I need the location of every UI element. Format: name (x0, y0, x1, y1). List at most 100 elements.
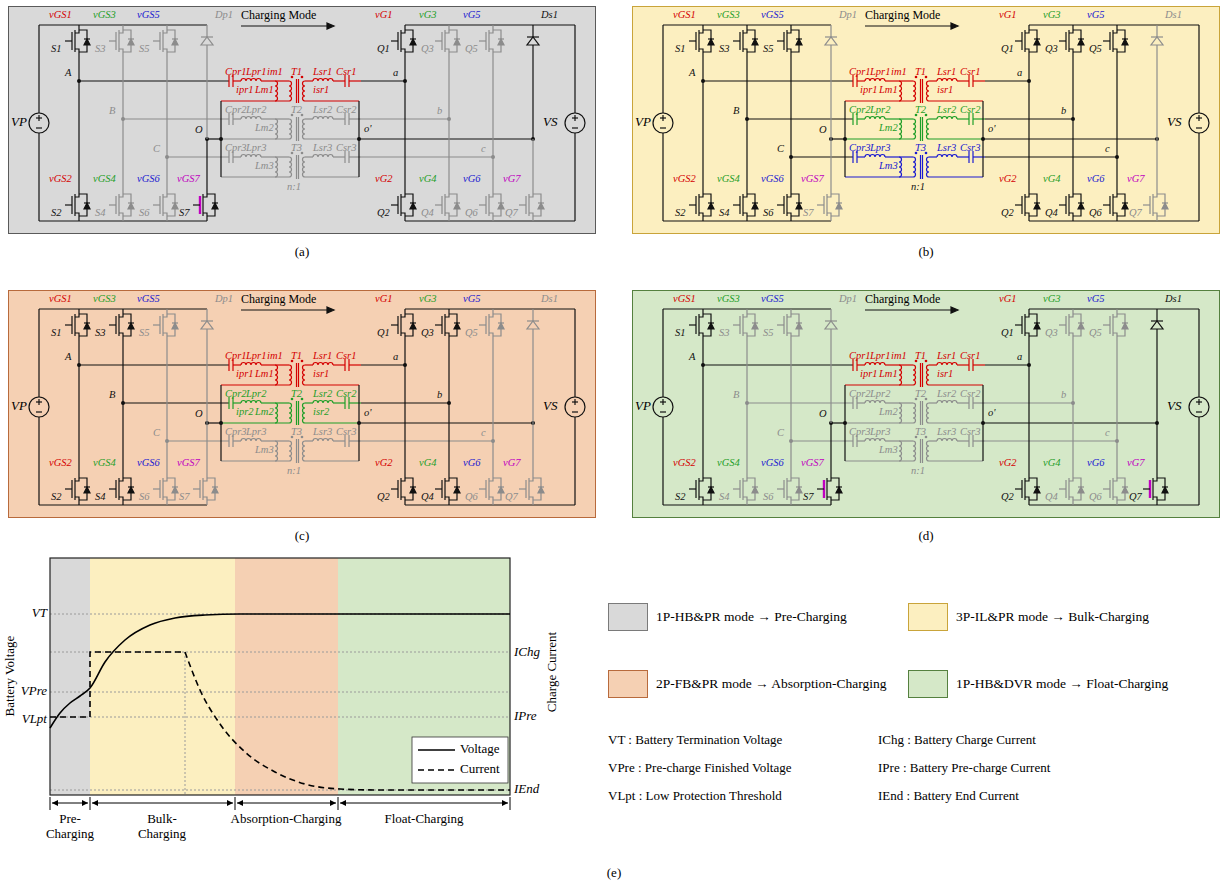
inductor-symbol (275, 81, 278, 101)
component-label: T3 (291, 142, 302, 154)
mosfet-symbol (1113, 497, 1117, 505)
component-label: a (1017, 67, 1022, 79)
mosfet-symbol (743, 333, 747, 341)
direction-arrow (951, 307, 958, 313)
component-label: Cpr1 (225, 66, 247, 78)
body-diode (410, 487, 416, 493)
component-label: vGS4 (93, 173, 116, 185)
component-label: A (689, 351, 695, 363)
mosfet-symbol (445, 497, 449, 505)
inductor-symbol (313, 155, 333, 158)
body-diode (796, 38, 802, 39)
mosfet-symbol (163, 189, 167, 197)
component-label: vG5 (463, 9, 481, 21)
mode-heading: Charging Mode (865, 293, 940, 306)
mosfet-symbol (435, 324, 442, 325)
body-diode (498, 322, 504, 323)
mode-panel: vGS1vGS3vGS5Dp1vG1vG3vG5Ds1S1S3S5Q1Q3Q5V… (8, 290, 596, 518)
mosfet-symbol (1059, 40, 1066, 41)
body-diode (1162, 202, 1168, 203)
wire (233, 402, 241, 403)
component-label: vGS3 (93, 9, 116, 21)
component-label: a (393, 67, 398, 79)
junction-dot (357, 421, 361, 425)
component-label: S5 (763, 43, 774, 55)
body-diode (454, 39, 460, 45)
component-label: Cpr3 (225, 142, 247, 154)
phase-tick (235, 797, 236, 810)
component-label: Q1 (1001, 327, 1014, 339)
mosfet-symbol (743, 213, 747, 221)
component-label: vG5 (1087, 293, 1105, 305)
phase-tick (338, 797, 339, 810)
legend-text: 3P-IL&PR mode → Bulk-Charging (956, 609, 1149, 625)
inductor-symbol (313, 439, 333, 442)
wire (929, 80, 937, 81)
diode-symbol (1156, 25, 1157, 37)
circuit-schematic (633, 7, 1221, 235)
component-label: vG4 (419, 457, 437, 469)
component-label: Q5 (1089, 43, 1102, 55)
component-label: b (1061, 105, 1066, 117)
voltage-source (653, 397, 673, 417)
mosfet-symbol (401, 333, 405, 341)
body-diode (1078, 322, 1084, 323)
component-label: a (393, 351, 398, 363)
mode-heading: Charging Mode (865, 9, 940, 22)
wire (233, 118, 241, 119)
mosfet-symbol (1103, 324, 1110, 325)
body-diode (1078, 487, 1084, 493)
body-diode (708, 323, 714, 329)
component-label: Cpr1 (849, 66, 871, 78)
inductor-symbol (937, 439, 957, 442)
component-label: VP (11, 399, 27, 413)
wire (1156, 341, 1157, 423)
component-label: vG4 (1043, 173, 1061, 185)
mosfet-symbol (733, 324, 740, 325)
component-label: Lm2 (879, 122, 898, 134)
node-wire (167, 156, 229, 157)
direction-arrow (327, 23, 334, 29)
wire (532, 57, 533, 139)
mosfet-symbol (1015, 488, 1022, 489)
transformer-winding (913, 119, 916, 139)
chart-label: Float-Charging (384, 812, 463, 827)
body-diode (128, 39, 134, 45)
inductor-symbol (313, 117, 333, 120)
component-label: vG7 (503, 457, 521, 469)
wire (333, 156, 345, 157)
body-diode (212, 202, 218, 203)
component-label: S1 (675, 327, 686, 339)
inductor-symbol (241, 79, 261, 82)
wire (929, 156, 937, 157)
diode-symbol (201, 36, 213, 37)
mosfet-symbol (1025, 213, 1029, 221)
transformer-core (296, 439, 297, 463)
phase-span-arrow (237, 800, 243, 806)
component-label: Cpr3 (849, 142, 871, 154)
polarity-mark (1196, 127, 1202, 128)
chart-label: VPre (21, 684, 47, 699)
wire (857, 80, 865, 81)
body-diode (128, 487, 134, 493)
transformer-winding (913, 81, 916, 101)
diode-symbol (1151, 321, 1163, 329)
component-label: A (65, 351, 71, 363)
mosfet-symbol (787, 333, 791, 341)
mosfet-symbol (65, 204, 72, 205)
transformer-winding (927, 365, 930, 385)
transformer-core (298, 401, 299, 425)
component-label: vG4 (419, 173, 437, 185)
component-label: Lpr2 (870, 104, 890, 116)
body-diode (708, 38, 714, 39)
component-label: S1 (51, 327, 62, 339)
component-label: S7 (803, 491, 814, 503)
component-label: c (481, 427, 486, 439)
neutral-wire (831, 138, 845, 139)
component-label: vGS2 (49, 173, 72, 185)
body-diode (1034, 202, 1040, 203)
transformer-winding (289, 81, 292, 101)
component-label: VS (543, 115, 557, 129)
transformer-core (920, 155, 921, 179)
chart-label: IEnd (514, 782, 539, 797)
